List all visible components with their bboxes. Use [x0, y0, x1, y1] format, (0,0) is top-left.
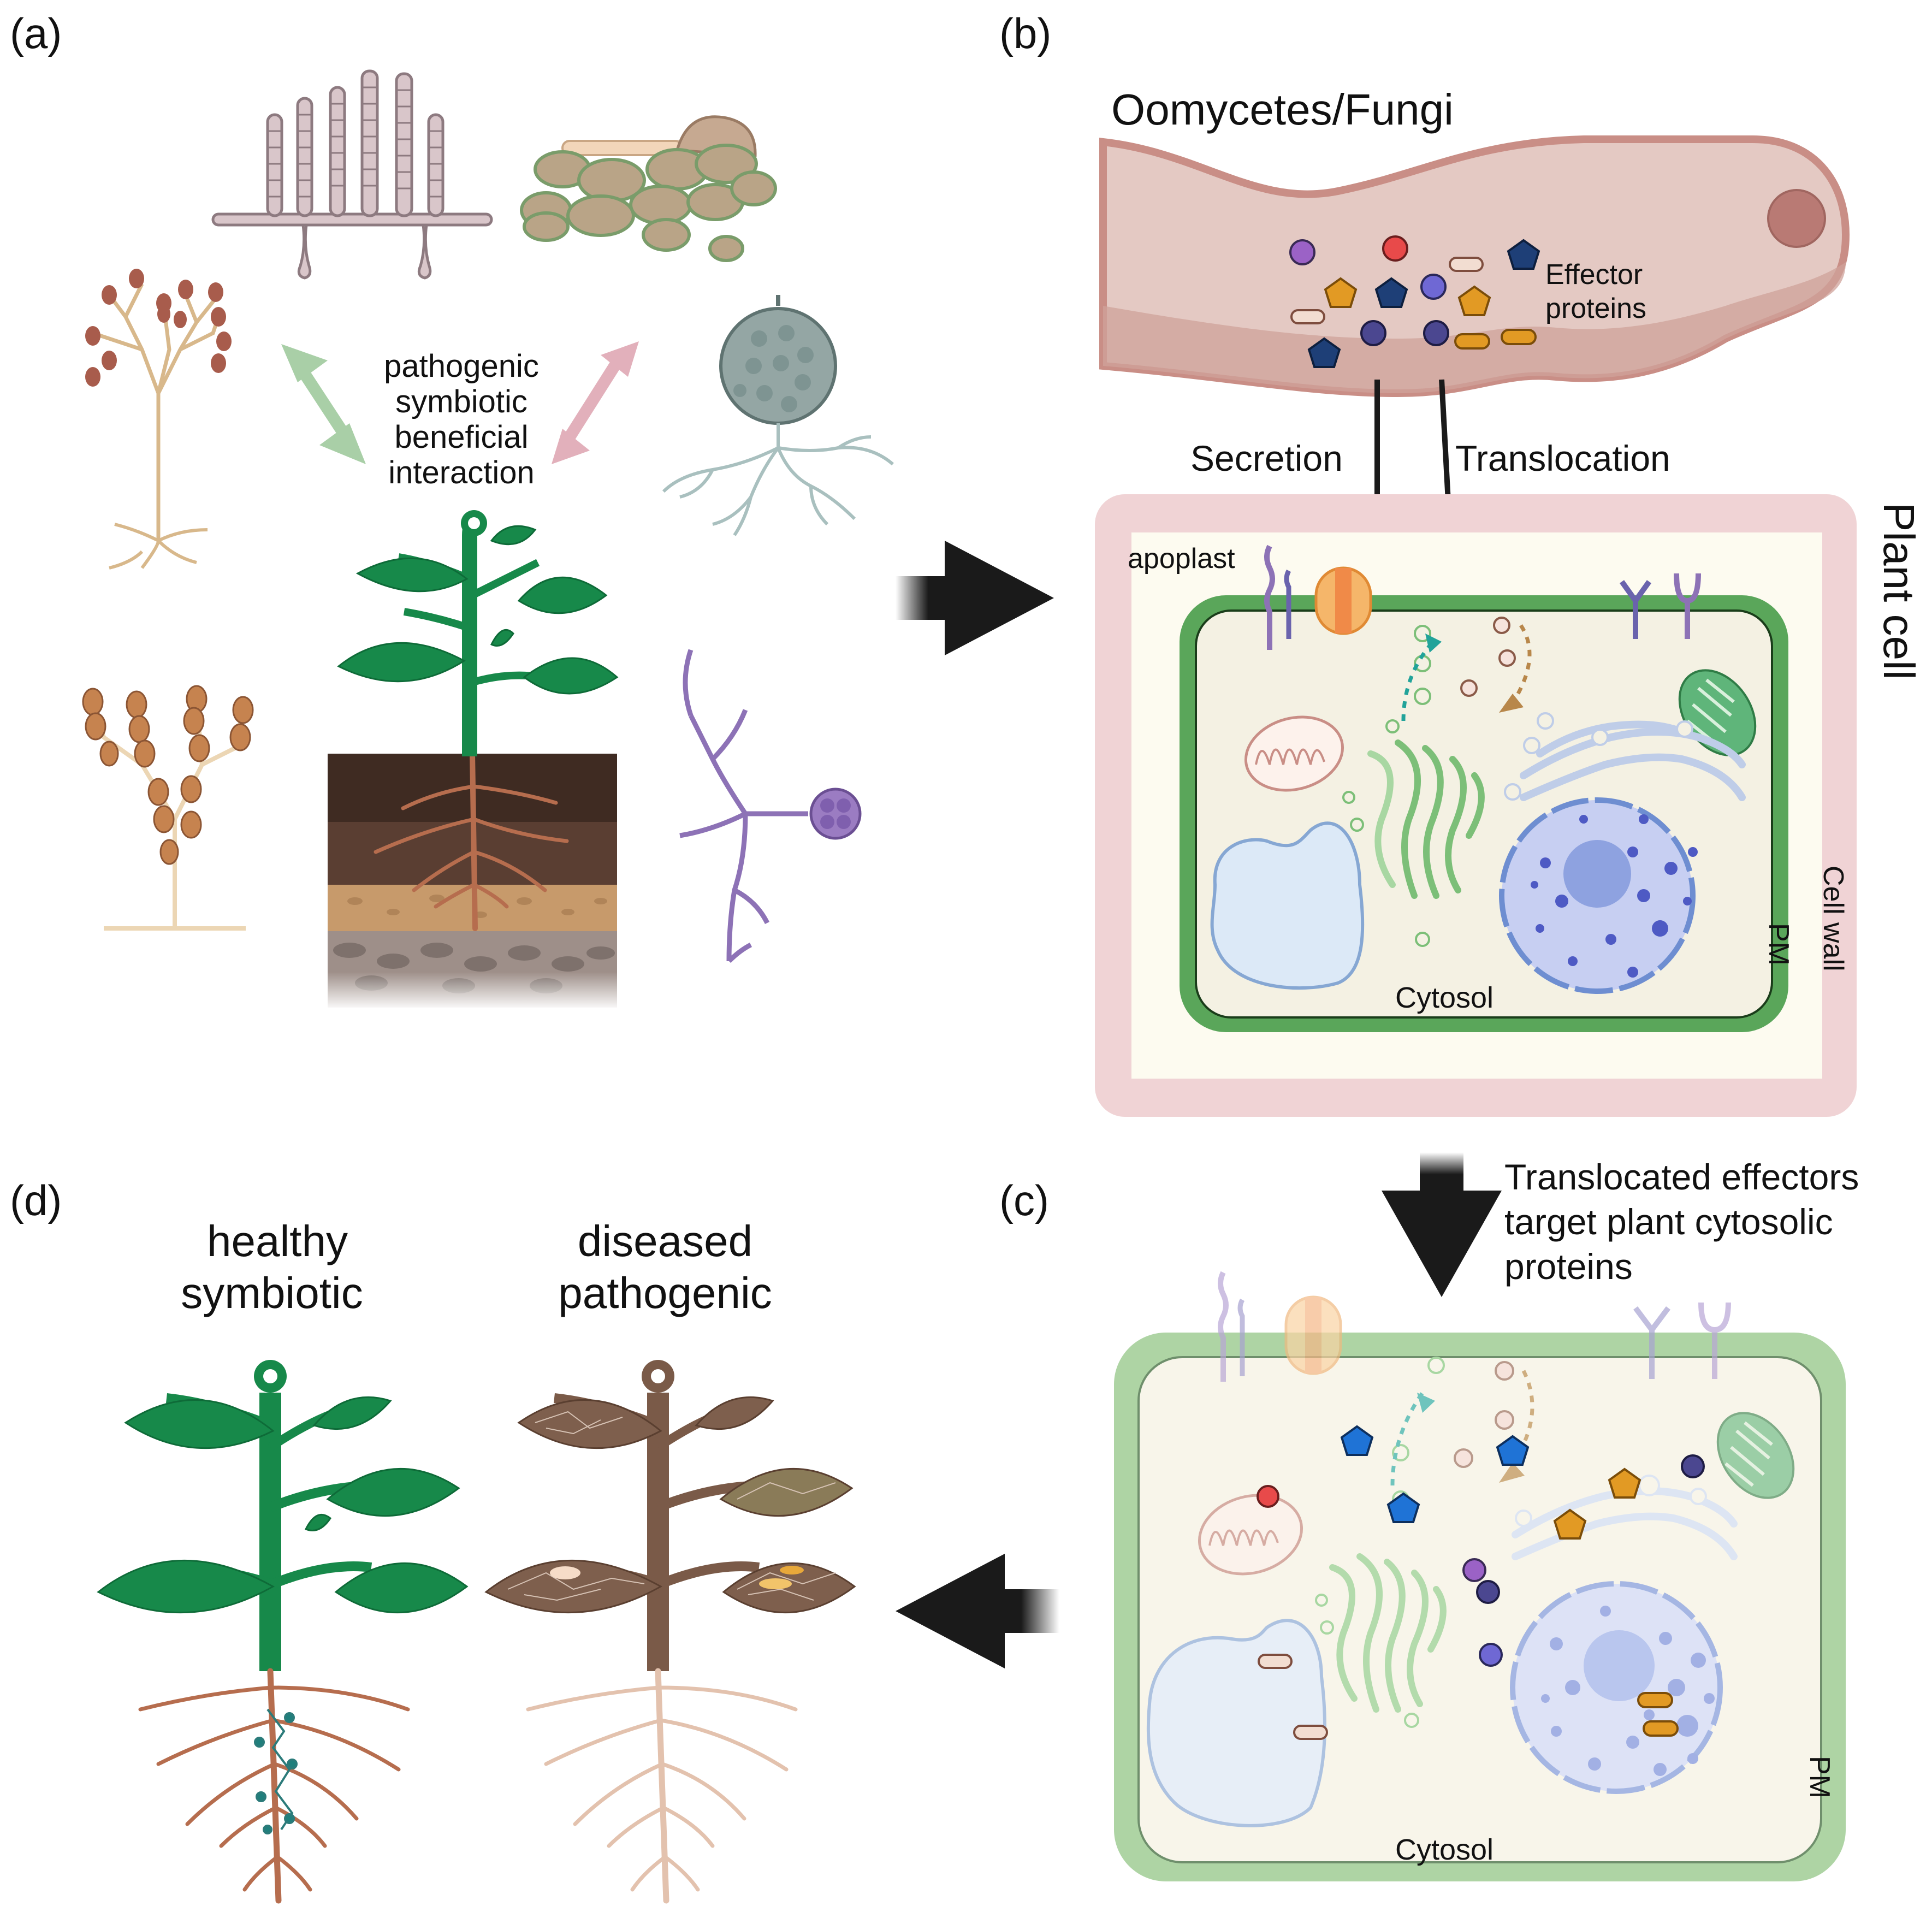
sporangium-illustration [662, 295, 894, 536]
pm-label-b: PM [1763, 923, 1794, 966]
sporangia-cluster-illustration [520, 115, 777, 262]
plant-illustration-a [337, 510, 619, 756]
vacuole-c [1146, 1619, 1326, 1827]
nucleus [1499, 797, 1698, 994]
mycorrhizal-hyphae [254, 1708, 298, 1834]
golgi-apparatus [1367, 739, 1485, 899]
plant-cell-c [1114, 1271, 1846, 1881]
plant-cell-b [1095, 494, 1857, 1117]
mitochondrion [1244, 715, 1344, 792]
caption-c-line-2: target plant cytosolic [1504, 1201, 1833, 1242]
mitochondrion-c [1198, 1494, 1303, 1576]
panel-c: Translocated effectors target plant cyto… [896, 1157, 1859, 1881]
arrow-c-to-d [896, 1554, 1059, 1668]
secretion-label: Secretion [1190, 438, 1343, 478]
caption-c-line-3: proteins [1504, 1246, 1633, 1287]
interaction-line-2: symbiotic [395, 384, 528, 419]
effector-proteins [1289, 235, 1540, 368]
effector-label-line-1: Effector [1545, 259, 1643, 291]
branched-conidiophore-illustration [85, 269, 232, 570]
nucleus-c [1510, 1581, 1723, 1794]
organism-label: Oomycetes/Fungi [1111, 85, 1454, 134]
diseased-plant [484, 1360, 856, 1904]
panel-b: Oomycetes/Fungi Effector proteins [1095, 85, 1923, 1297]
golgi-apparatus-c [1329, 1553, 1447, 1713]
vacuole [1210, 821, 1365, 990]
panel-d: healthy symbiotic diseased pathogenic [97, 1217, 856, 1904]
panel-label-a: (a) [10, 9, 62, 57]
soil-block [328, 751, 617, 1010]
plant-cell-label: Plant cell [1875, 502, 1923, 680]
membrane-receptors-c [1218, 1271, 1731, 1382]
diseased-label-line-2: pathogenic [558, 1269, 772, 1317]
panel-label-b: (b) [999, 9, 1051, 57]
cytosol-label-b: Cytosol [1395, 981, 1494, 1014]
panel-a: pathogenic symbiotic beneficial interact… [82, 69, 1054, 1010]
arrow-a-to-b [896, 541, 1054, 655]
interaction-text: pathogenic symbiotic beneficial interact… [384, 348, 539, 490]
translocation-label: Translocation [1455, 438, 1670, 478]
healthy-plant [97, 1360, 469, 1904]
caption-c-line-1: Translocated effectors [1504, 1157, 1859, 1197]
pm-label-c: PM [1804, 1756, 1835, 1798]
panel-label-d: (d) [10, 1176, 62, 1224]
chloroplast-c [1716, 1412, 1795, 1499]
healthy-label-line-1: healthy [207, 1217, 348, 1265]
panel-label-c: (c) [999, 1176, 1049, 1224]
interaction-arrow-pink [552, 341, 639, 464]
endoplasmic-reticulum [1520, 720, 1746, 801]
diseased-label-line-1: diseased [578, 1217, 752, 1265]
interaction-line-1: pathogenic [384, 348, 539, 384]
beaded-hyphae-illustration [82, 685, 254, 931]
effector-label-line-2: proteins [1545, 293, 1646, 324]
cytosol-label-c: Cytosol [1395, 1833, 1494, 1866]
healthy-label-line-2: symbiotic [181, 1269, 363, 1317]
interaction-line-4: interaction [388, 455, 535, 490]
arrow-b-to-c [1382, 1152, 1502, 1297]
apoplast-label: apoplast [1128, 543, 1235, 575]
interaction-arrow-green [281, 344, 366, 464]
translocated-effectors [1257, 1425, 1705, 1740]
interaction-line-3: beneficial [394, 419, 528, 455]
spore-hyphae-illustration [679, 649, 862, 963]
cell-wall-label: Cell wall [1817, 866, 1849, 972]
conidiophore-illustration [211, 69, 493, 280]
membrane-receptors-b [1264, 544, 1701, 650]
